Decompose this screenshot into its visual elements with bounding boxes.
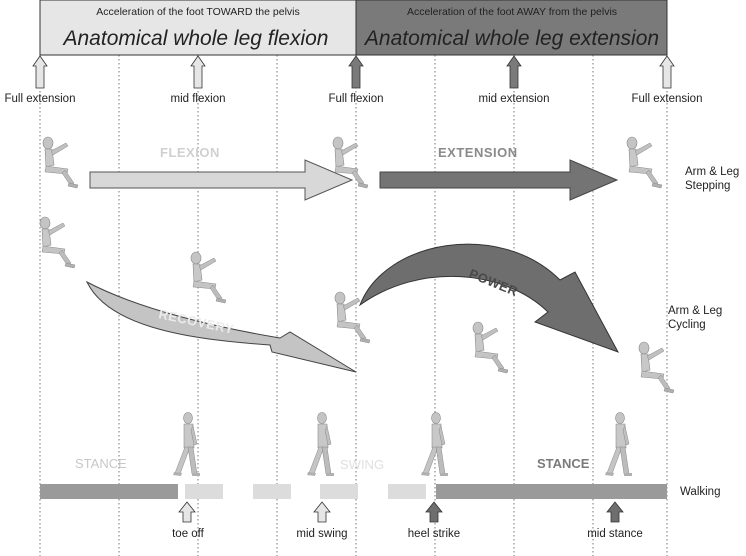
phase-label-full-extension-right: Full extension xyxy=(632,93,703,105)
phase-label-mid-extension: mid extension xyxy=(479,93,550,105)
walking-figure-mid-swing xyxy=(306,412,335,477)
marker-mid-stance xyxy=(606,501,624,523)
flexion-header-box xyxy=(39,0,357,56)
flexion-title: Anatomical whole leg flexion xyxy=(62,27,329,50)
extension-subtitle: Acceleration of the foot AWAY from the p… xyxy=(407,6,617,18)
flexion-subtitle: Acceleration of the foot TOWARD the pelv… xyxy=(96,6,299,18)
gait-event-markers xyxy=(178,501,624,523)
marker-heel-strike xyxy=(425,501,443,523)
phase-label-mid-flexion: mid flexion xyxy=(171,93,226,105)
walking-figure-heel-strike xyxy=(420,412,449,477)
extension-header-box xyxy=(355,0,668,56)
walking-figure-toe-off xyxy=(172,412,201,477)
row-label-cycling-line2: Cycling xyxy=(668,319,706,331)
gait-event-mid-stance: mid stance xyxy=(587,528,643,540)
walking-figure-mid-stance xyxy=(604,412,633,477)
power-arrow xyxy=(358,243,620,353)
row-label-stepping-line2: Stepping xyxy=(685,180,730,192)
flexion-arrow-label: FLEXION xyxy=(160,145,220,160)
extension-arrow xyxy=(379,159,619,201)
phase-marker-full-extension-right xyxy=(659,55,675,89)
gait-event-toe-off: toe off xyxy=(172,528,205,540)
recovery-arrow xyxy=(85,280,357,373)
gait-label-stance-left: STANCE xyxy=(75,456,127,471)
phase-marker-full-extension-left xyxy=(32,55,48,89)
gait-bar-swing-segment-3 xyxy=(320,484,358,499)
phase-label-full-extension-left: Full extension xyxy=(5,93,76,105)
gait-bar-stance-right xyxy=(436,484,667,499)
gait-bar-stance-left xyxy=(40,484,178,499)
extension-arrow-label: EXTENSION xyxy=(438,145,518,160)
phase-marker-full-flexion xyxy=(348,55,364,89)
row-label-cycling-line1: Arm & Leg xyxy=(668,305,722,317)
phase-markers xyxy=(32,55,675,89)
stepping-figure-full-extension xyxy=(42,136,79,189)
cycling-figure-mid-flexion xyxy=(190,251,227,304)
row-label-stepping-line1: Arm & Leg xyxy=(685,166,739,178)
marker-mid-swing xyxy=(313,501,331,523)
cycling-figure-mid-extension xyxy=(472,321,509,374)
marker-toe-off xyxy=(178,501,196,523)
cycling-figure-full-extension xyxy=(39,216,76,269)
gait-bar-swing-segment-4 xyxy=(388,484,426,499)
phase-marker-mid-flexion xyxy=(190,55,206,89)
gait-bar xyxy=(40,484,667,499)
cycling-figure-full-extension-right xyxy=(638,341,675,394)
row-label-walking: Walking xyxy=(680,486,720,498)
phase-marker-mid-extension xyxy=(506,55,522,89)
gait-event-mid-swing: mid swing xyxy=(296,528,347,540)
extension-title: Anatomical whole leg extension xyxy=(363,27,659,50)
gait-bar-swing-segment-1 xyxy=(185,484,223,499)
vertical-guide-lines xyxy=(39,55,668,556)
gait-label-swing: SWING xyxy=(340,457,384,472)
phase-label-full-flexion: Full flexion xyxy=(329,93,384,105)
stepping-figure-full-extension-right xyxy=(626,136,663,189)
gait-event-heel-strike: heel strike xyxy=(408,528,460,540)
gait-bar-swing-segment-2 xyxy=(253,484,291,499)
gait-label-stance-right: STANCE xyxy=(537,456,590,471)
flexion-arrow xyxy=(89,159,354,201)
